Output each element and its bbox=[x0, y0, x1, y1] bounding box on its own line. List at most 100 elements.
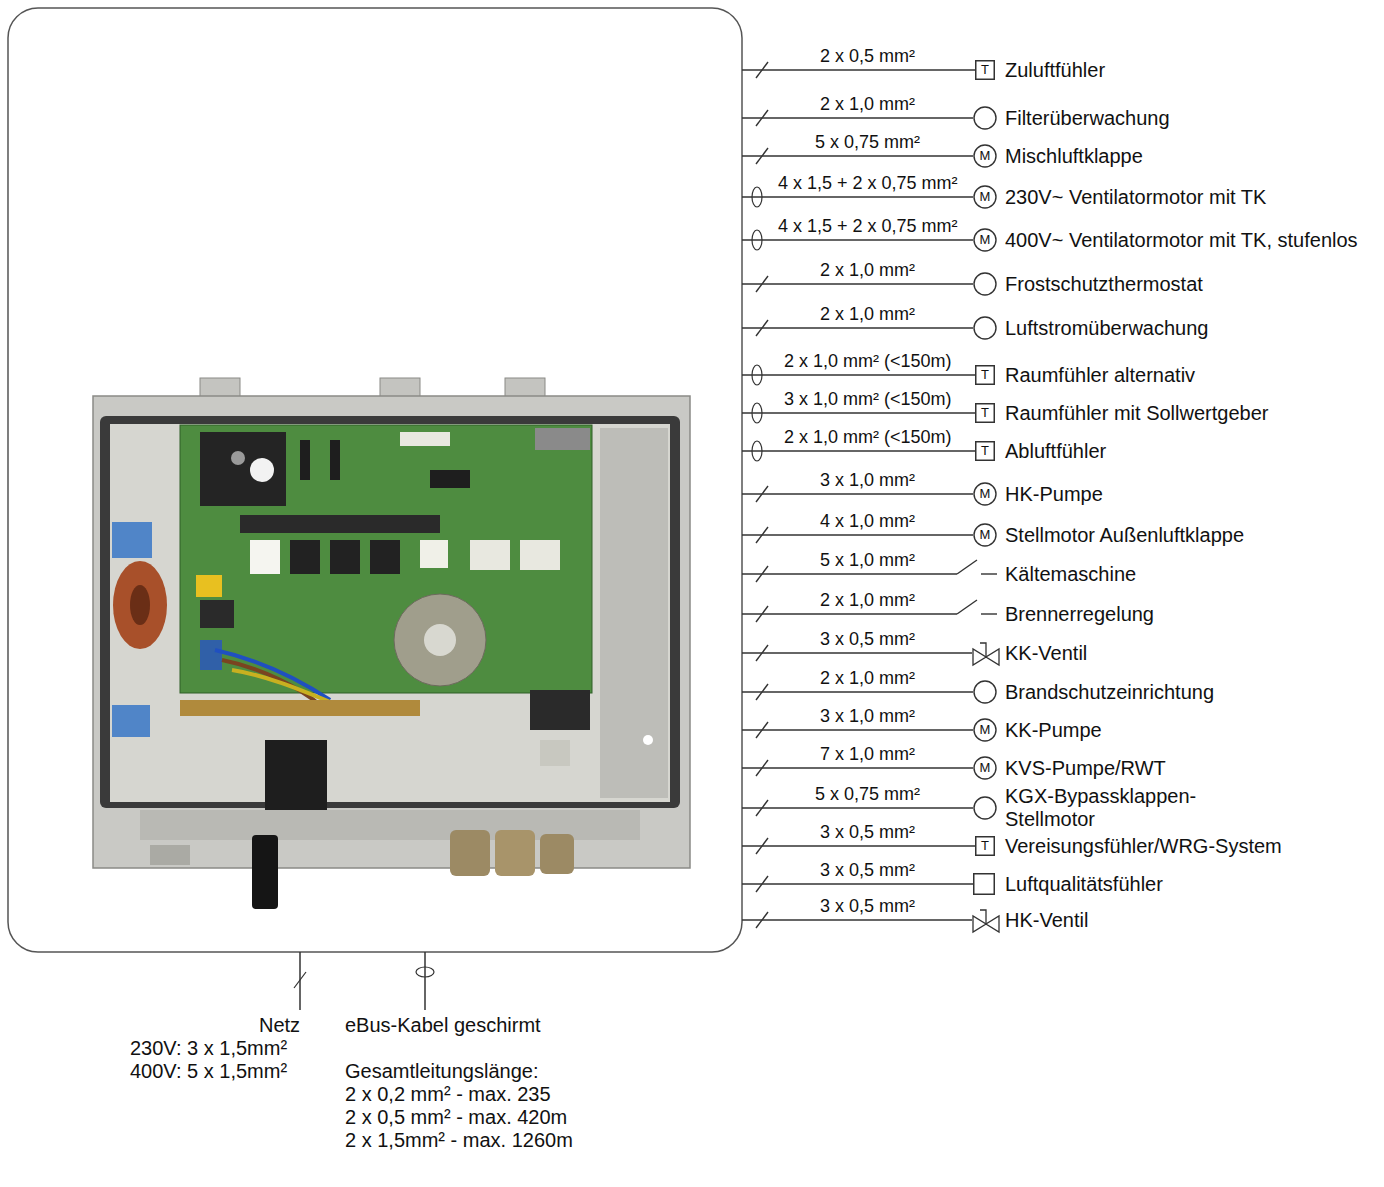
sensor-box: TZuluftfühler bbox=[975, 60, 995, 80]
component-name: Vereisungsfühler/WRG-System bbox=[1005, 835, 1375, 858]
cable-spec: 5 x 0,75 mm² bbox=[815, 784, 920, 805]
component-name: HK-Pumpe bbox=[1005, 483, 1375, 506]
component-name: Stellmotor Außenluftklappe bbox=[1005, 524, 1375, 547]
cable-tick bbox=[756, 876, 768, 892]
symbol-letter: T bbox=[975, 836, 995, 856]
circle-outline bbox=[974, 797, 996, 819]
cable-spec: 3 x 0,5 mm² bbox=[820, 860, 915, 881]
symbol-letter: M bbox=[973, 718, 997, 742]
symbol-letter: M bbox=[973, 228, 997, 252]
cable-line bbox=[742, 883, 973, 884]
switch-contact bbox=[957, 600, 977, 614]
cable-tick bbox=[756, 722, 768, 738]
component-name: Brandschutzeinrichtung bbox=[1005, 681, 1375, 704]
component-name: KK-Pumpe bbox=[1005, 719, 1375, 742]
cable-line bbox=[742, 767, 973, 768]
cable-line bbox=[742, 117, 973, 118]
cable-spec: 3 x 0,5 mm² bbox=[820, 822, 915, 843]
shield-mark bbox=[752, 365, 762, 385]
cable-spec: 2 x 1,0 mm² (<150m) bbox=[784, 427, 952, 448]
cable-spec: 3 x 1,0 mm² (<150m) bbox=[784, 389, 952, 410]
valve-actuator bbox=[980, 910, 986, 924]
cable-line bbox=[742, 283, 973, 284]
shield-mark bbox=[752, 187, 762, 207]
cable-note: 2 x 0,2 mm² - max. 235 bbox=[345, 1083, 551, 1106]
component-name: KGX-Bypassklappen-Stellmotor bbox=[1005, 785, 1225, 831]
cable-spec: 3 x 0,5 mm² bbox=[820, 629, 915, 650]
cable-spec: 3 x 1,0 mm² bbox=[820, 470, 915, 491]
symbol-letter: M bbox=[973, 185, 997, 209]
motor-circle: M400V~ Ventilatormotor mit TK, stufenlos bbox=[973, 228, 997, 252]
box-outline bbox=[976, 442, 995, 461]
circle-outline bbox=[974, 483, 996, 505]
cable-spec: 2 x 1,0 mm² bbox=[820, 590, 915, 611]
circle-outline bbox=[974, 145, 996, 167]
cable-tick bbox=[756, 566, 768, 582]
symbol-letter: M bbox=[973, 756, 997, 780]
cable-line bbox=[742, 729, 973, 730]
circle-outline bbox=[974, 229, 996, 251]
circle-outline bbox=[974, 107, 996, 129]
component-name: KVS-Pumpe/RWT bbox=[1005, 757, 1375, 780]
symbol-letter: M bbox=[973, 144, 997, 168]
cable-spec: 5 x 0,75 mm² bbox=[815, 132, 920, 153]
symbol-outline bbox=[973, 796, 997, 820]
cable-line bbox=[742, 919, 972, 920]
shield-mark bbox=[752, 403, 762, 423]
component-name: HK-Ventil bbox=[1005, 909, 1375, 932]
sensor-box: TAbluftfühler bbox=[975, 441, 995, 461]
motor-circle: MStellmotor Außenluftklappe bbox=[973, 523, 997, 547]
cable-note: 400V: 5 x 1,5mm² bbox=[130, 1060, 287, 1083]
cable-tick bbox=[756, 276, 768, 292]
motor-circle: MMischluftklappe bbox=[973, 144, 997, 168]
component-name: Kältemaschine bbox=[1005, 563, 1136, 586]
box-outline bbox=[976, 61, 995, 80]
symbol-outline bbox=[973, 680, 997, 704]
cable-line bbox=[742, 374, 975, 375]
cable-spec: 7 x 1,0 mm² bbox=[820, 744, 915, 765]
cable-spec: 3 x 0,5 mm² bbox=[820, 896, 915, 917]
cable-note: eBus-Kabel geschirmt bbox=[345, 1014, 541, 1037]
box-outline bbox=[974, 874, 995, 895]
component-name: Abluftfühler bbox=[1005, 440, 1375, 463]
monitor-circle: Filterüberwachung bbox=[973, 106, 997, 130]
box-outline bbox=[976, 366, 995, 385]
supply-label: Netz bbox=[259, 1014, 300, 1037]
switch-terminal bbox=[981, 573, 997, 574]
cable-tick bbox=[756, 645, 768, 661]
symbol-outline bbox=[973, 106, 997, 130]
monitor-circle: Frostschutzthermostat bbox=[973, 272, 997, 296]
symbol-letter: M bbox=[973, 523, 997, 547]
pcb-photo bbox=[93, 378, 690, 909]
cable-line bbox=[742, 450, 975, 451]
cable-line bbox=[742, 691, 973, 692]
box-outline bbox=[976, 404, 995, 423]
cable-spec: 2 x 1,0 mm² bbox=[820, 304, 915, 325]
monitor-circle: KGX-Bypassklappen-Stellmotor bbox=[973, 796, 997, 820]
cable-line bbox=[742, 845, 975, 846]
cable-line bbox=[742, 239, 973, 240]
cable-line bbox=[742, 573, 957, 574]
cable-spec: 2 x 1,0 mm² (<150m) bbox=[784, 351, 952, 372]
cable-spec: 4 x 1,0 mm² bbox=[820, 511, 915, 532]
valve-symbol: KK-Ventil bbox=[972, 641, 1000, 665]
cable-line bbox=[742, 613, 957, 614]
component-name: Raumfühler alternativ bbox=[1005, 364, 1375, 387]
cable-line bbox=[742, 412, 975, 413]
shield-mark bbox=[752, 441, 762, 461]
shield-mark bbox=[752, 230, 762, 250]
shield-mark bbox=[416, 967, 434, 977]
motor-circle: M230V~ Ventilatormotor mit TK bbox=[973, 185, 997, 209]
sensor-box: TVereisungsfühler/WRG-System bbox=[975, 836, 995, 856]
circle-outline bbox=[974, 681, 996, 703]
cable-spec: 2 x 1,0 mm² bbox=[820, 260, 915, 281]
cable-note: Gesamtleitungslänge: bbox=[345, 1060, 538, 1083]
cable-spec: 2 x 1,0 mm² bbox=[820, 94, 915, 115]
cable-tick bbox=[756, 606, 768, 622]
cable-tick bbox=[756, 320, 768, 336]
sensor-box: TRaumfühler mit Sollwertgeber bbox=[975, 403, 995, 423]
cable-spec: 2 x 0,5 mm² bbox=[820, 46, 915, 67]
symbol-letter: M bbox=[973, 482, 997, 506]
